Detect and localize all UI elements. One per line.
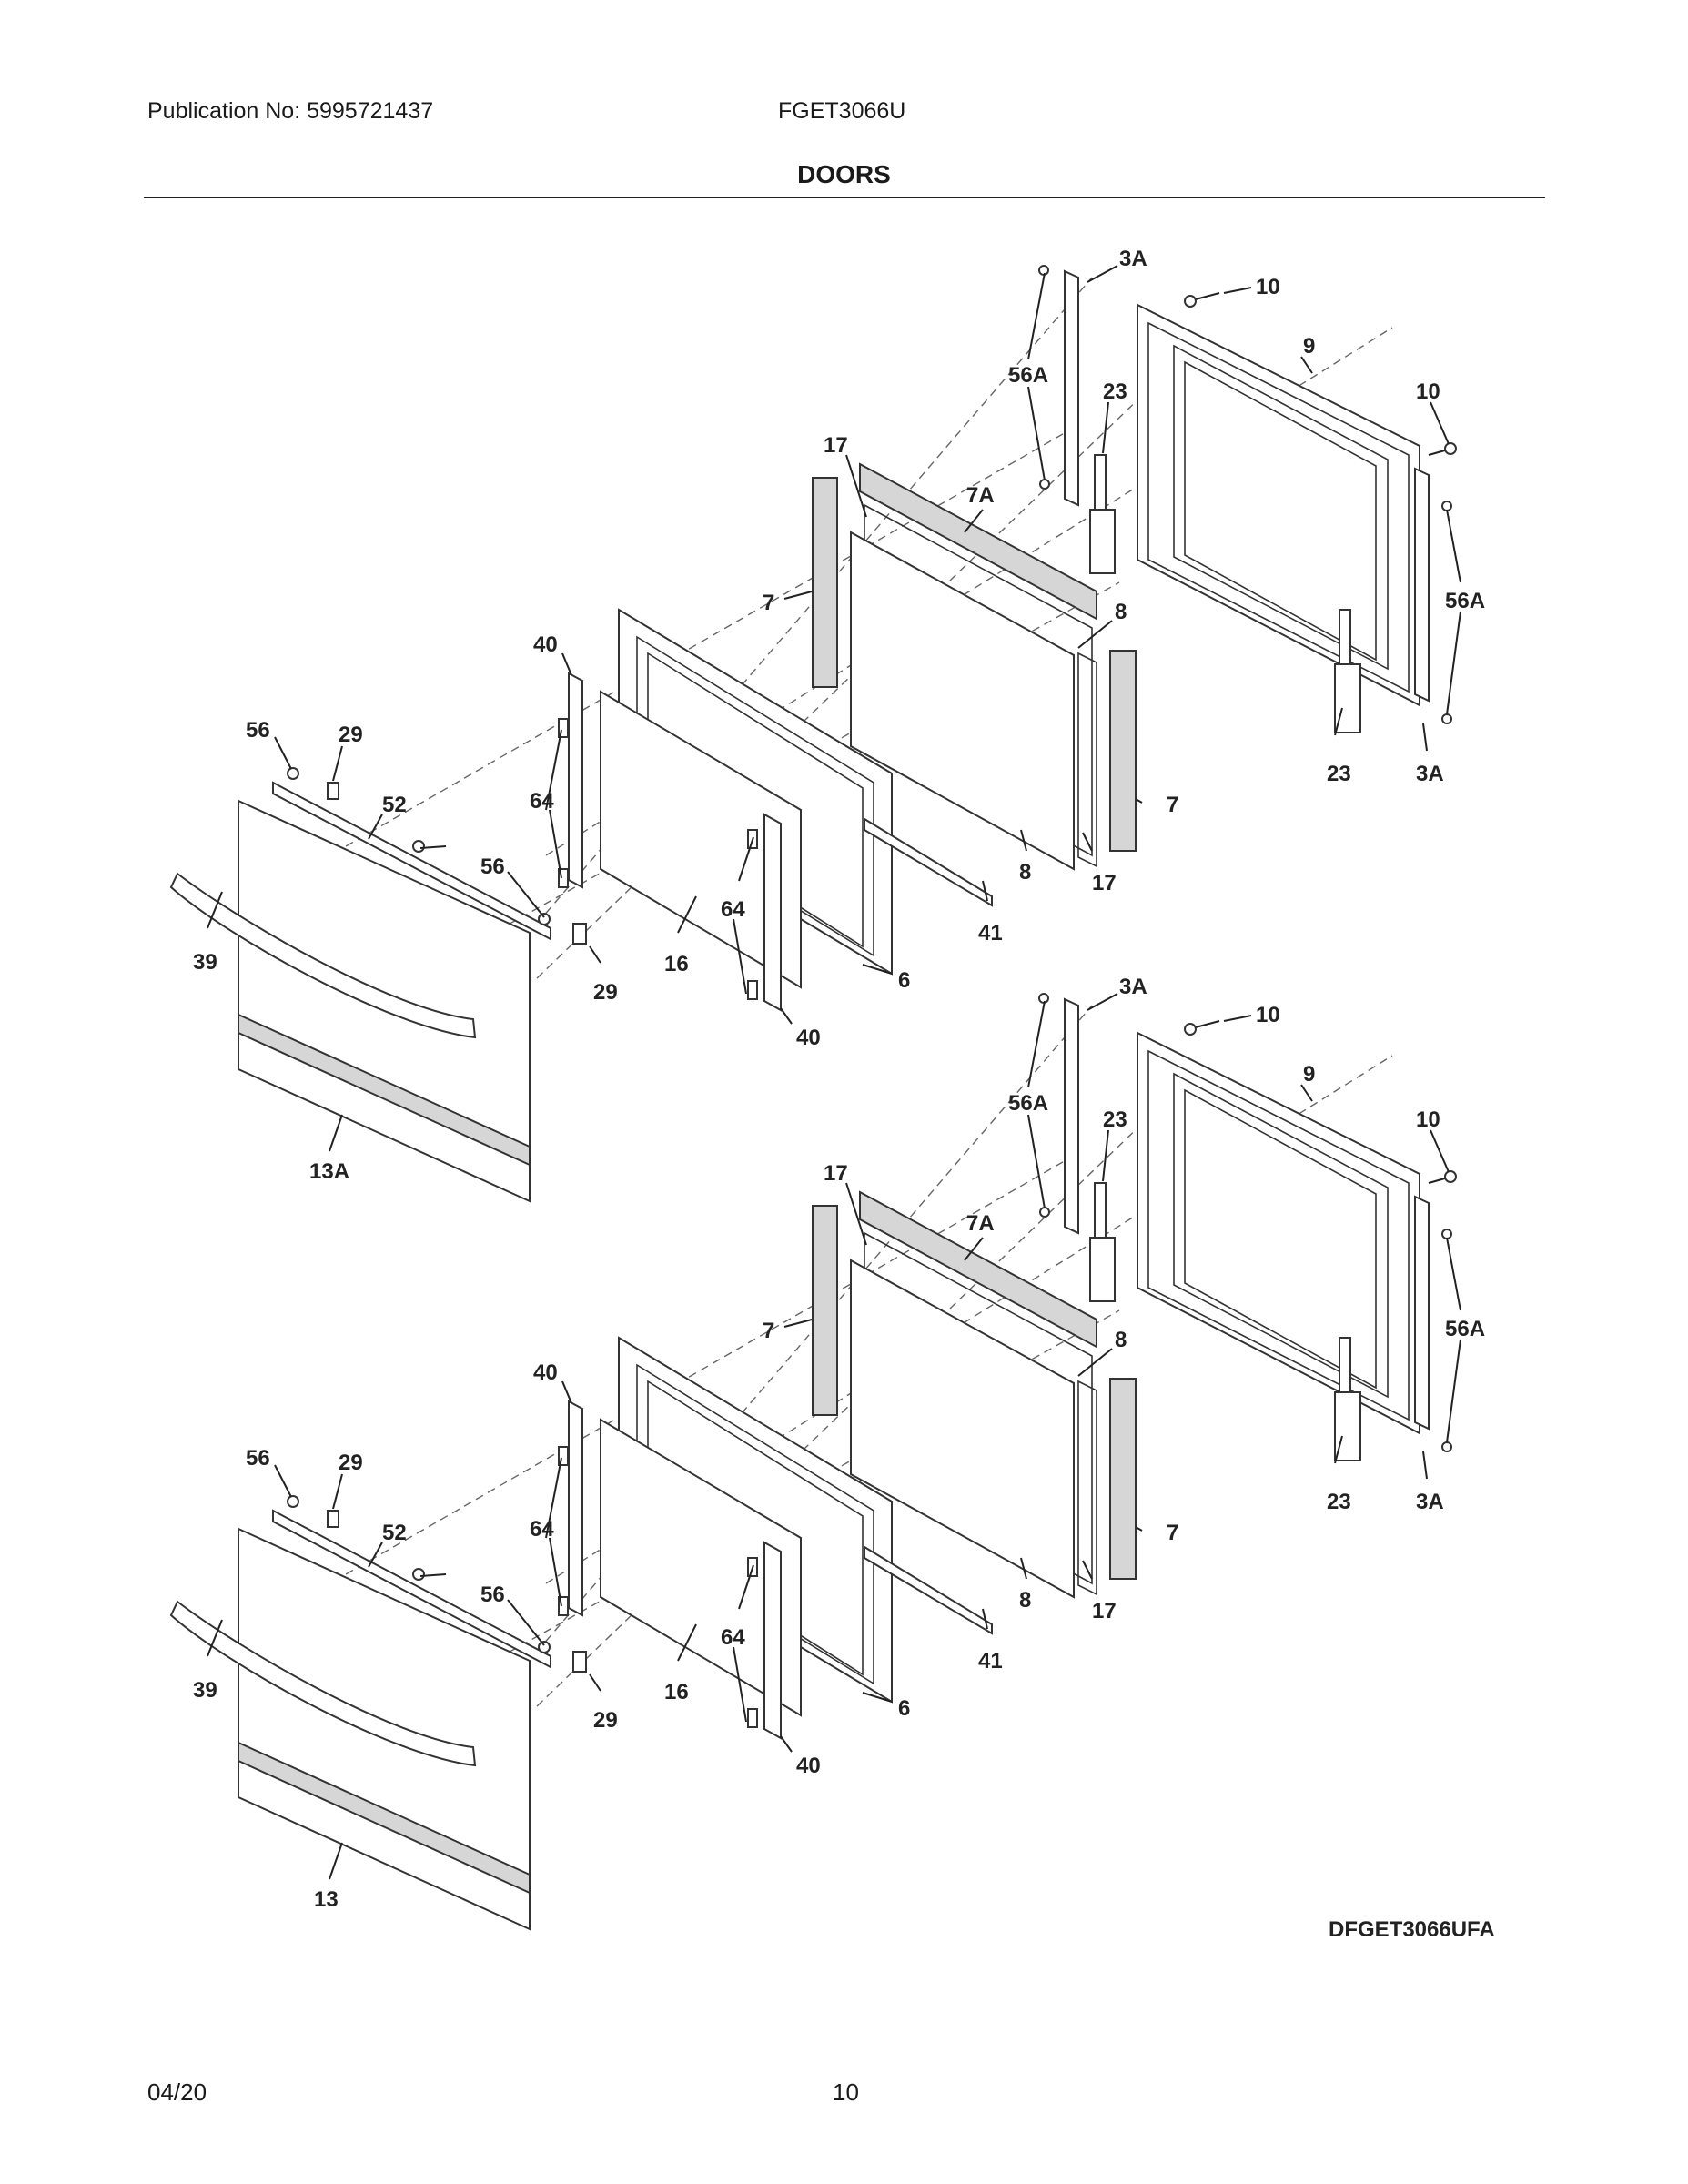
model-number: FGET3066U <box>778 98 906 124</box>
callout: 17 <box>824 433 848 458</box>
lower-door-callouts: 3A 10 9 56A 23 10 17 7A 7 8 56A 40 56 29… <box>193 975 1485 1912</box>
callout: 40 <box>533 1360 558 1385</box>
callout: 9 <box>1303 1062 1315 1087</box>
callout: 29 <box>339 723 363 747</box>
callout: 41 <box>978 1649 1003 1673</box>
callout: 64 <box>530 1517 554 1542</box>
callout: 10 <box>1256 1003 1280 1027</box>
callout: 56A <box>1008 363 1048 388</box>
publication-date: 04/20 <box>147 2078 207 2106</box>
callout: 10 <box>1256 275 1280 299</box>
callout: 3A <box>1119 975 1147 999</box>
callout: 56 <box>480 854 505 879</box>
callout: 40 <box>796 1026 821 1050</box>
title-divider <box>144 197 1545 198</box>
callout: 10 <box>1416 1107 1440 1132</box>
callout: 7A <box>966 483 995 508</box>
callout: 3A <box>1416 762 1444 786</box>
callout: 52 <box>382 1521 407 1545</box>
upper-door-assembly <box>170 265 1457 1202</box>
callout: 23 <box>1327 762 1351 786</box>
callout: 7 <box>1167 1521 1178 1545</box>
callout: 56A <box>1445 1317 1485 1341</box>
callout: 39 <box>193 1678 217 1703</box>
callout: 7A <box>966 1211 995 1236</box>
callout: 40 <box>533 632 558 657</box>
diagram-code: DFGET3066UFA <box>1329 1917 1495 1942</box>
callout: 7 <box>763 591 774 615</box>
callout: 56 <box>246 1446 270 1471</box>
callout: 23 <box>1327 1490 1351 1514</box>
callout: 6 <box>898 968 910 993</box>
callout: 8 <box>1019 1588 1031 1613</box>
callout: 6 <box>898 1696 910 1721</box>
callout: 13 <box>314 1887 339 1912</box>
upper-door-callouts: 3A 10 9 56A 23 10 17 7A 7 8 56A 40 56 29… <box>193 247 1485 1184</box>
callout: 7 <box>763 1319 774 1343</box>
callout: 40 <box>796 1754 821 1778</box>
callout: 64 <box>721 897 745 922</box>
callout: 41 <box>978 921 1003 945</box>
publication-number: Publication No: 5995721437 <box>147 98 434 124</box>
callout: 29 <box>339 1451 363 1475</box>
callout: 39 <box>193 950 217 975</box>
lower-door-assembly <box>170 993 1457 1930</box>
callout: 29 <box>593 980 618 1005</box>
callout: 3A <box>1119 247 1147 271</box>
callout: 56A <box>1008 1091 1048 1116</box>
callout: 10 <box>1416 379 1440 404</box>
callout: 23 <box>1103 1107 1127 1132</box>
callout: 64 <box>530 789 554 814</box>
callout: 56 <box>480 1582 505 1607</box>
callout: 64 <box>721 1625 745 1650</box>
callout: 17 <box>1092 1599 1117 1623</box>
callout: 9 <box>1303 334 1315 359</box>
section-title: DOORS <box>797 160 891 188</box>
callout: 8 <box>1019 860 1031 885</box>
callout: 13A <box>309 1159 349 1184</box>
callout: 56 <box>246 718 270 743</box>
callout: 23 <box>1103 379 1127 404</box>
callout: 56A <box>1445 589 1485 613</box>
callout: 8 <box>1115 600 1127 624</box>
callout: 29 <box>593 1708 618 1733</box>
callout: 52 <box>382 793 407 817</box>
callout: 16 <box>664 1680 689 1704</box>
callout: 17 <box>824 1161 848 1186</box>
callout: 3A <box>1416 1490 1444 1514</box>
callout: 8 <box>1115 1328 1127 1352</box>
callout: 17 <box>1092 871 1117 895</box>
page-number: 10 <box>833 2078 859 2106</box>
callout: 16 <box>664 952 689 976</box>
callout: 7 <box>1167 793 1178 817</box>
